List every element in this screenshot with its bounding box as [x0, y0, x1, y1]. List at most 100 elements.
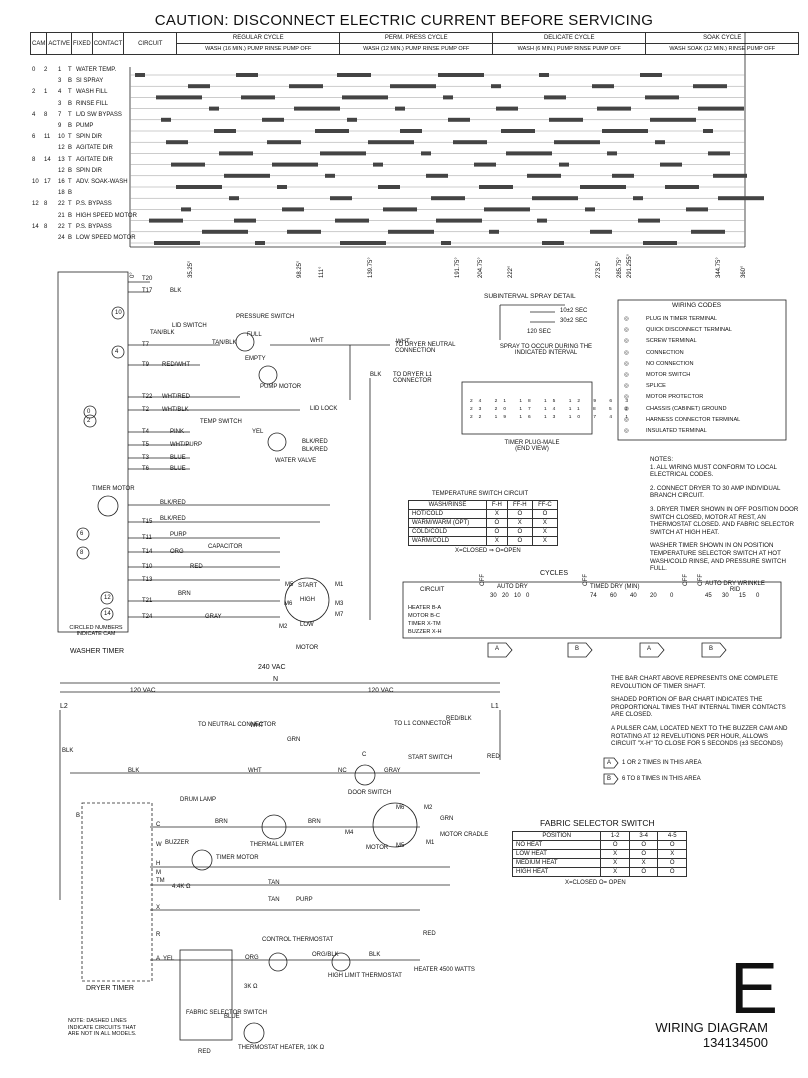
wiring-code-label: NO CONNECTION — [646, 360, 694, 367]
washer-wire-label: BLUE — [170, 455, 186, 461]
wiring-code-symbol-icon: ◎ — [624, 416, 629, 423]
fabric-switch-cell: O — [657, 840, 687, 850]
cycles-title: CYCLES — [540, 570, 569, 577]
wiring-code-row: ◎SPLICE — [624, 381, 740, 392]
wiring-code-row: ◎MOTOR SWITCH — [624, 370, 740, 381]
dryer-wire-label: M — [156, 870, 161, 876]
pump-phase-label: PUMP — [556, 46, 573, 52]
dryer-note: NOTE: DASHED LINES INDICATE CIRCUITS THA… — [68, 1018, 137, 1037]
off-phase-label: OFF — [300, 46, 312, 52]
timed-dry-tick: 20 — [650, 593, 657, 599]
dryer-wire-label: DRUM LAMP — [180, 797, 217, 803]
contact-letter: T — [68, 67, 72, 73]
contact-closed-bar — [484, 207, 530, 212]
cam-circle-number: 0 — [87, 409, 91, 415]
temp-switch-cell: O — [486, 527, 508, 537]
contact-letter: T — [68, 111, 72, 118]
contact-closed-bar — [443, 95, 453, 100]
contact-closed-bar — [320, 151, 366, 156]
circuit-name: HIGH SPEED MOTOR — [76, 212, 137, 219]
dryer-wire-label: RED — [198, 1049, 211, 1055]
contact-closed-bar — [713, 173, 747, 178]
washer-wire-label: BLK/RED — [302, 447, 328, 453]
contact-closed-bar — [315, 129, 349, 133]
plug-pin: 3 — [625, 399, 635, 404]
wash-note: (12 MIN.) — [380, 46, 404, 52]
marker-b-text: 6 TO 8 TIMES IN THIS AREA — [622, 776, 701, 782]
contact-closed-bar — [161, 117, 171, 122]
auto-dry-tick: 20 — [502, 593, 509, 599]
contact-closed-bar — [650, 117, 696, 122]
washer-terminal: T13 — [142, 577, 153, 583]
bar-note-3: A PULSER CAM, LOCATED NEXT TO THE BUZZER… — [611, 724, 788, 748]
dryer-wire-label: H — [156, 861, 161, 867]
contact-closed-bar — [554, 140, 600, 145]
cam-header: CAM — [29, 32, 48, 55]
contact-closed-bar — [262, 117, 284, 122]
diagram-title: WIRING DIAGRAM — [655, 1020, 768, 1035]
plug-pin: 2 — [625, 407, 634, 412]
temp-switch-title: TEMPERATURE SWITCH CIRCUIT — [432, 491, 529, 497]
washer-wire-label: BLUE — [170, 466, 186, 472]
contact-closed-bar — [691, 229, 725, 234]
temp-switch-col-header: FF-H — [506, 500, 533, 510]
contact-closed-bar — [287, 229, 321, 234]
washer-wire-label: TAN/BLK — [150, 330, 175, 336]
contact-closed-bar — [294, 106, 340, 111]
active-number: 8 — [44, 201, 48, 208]
washer-component-label: MOTOR — [296, 645, 319, 651]
contact-closed-bar — [602, 129, 648, 133]
wiring-code-label: PLUG IN TIMER TERMINAL — [646, 316, 717, 322]
fabric-switch-cell: X — [600, 858, 630, 868]
circuit-name: SPIN DIR — [76, 134, 103, 141]
washer-component-label: PUMP MOTOR — [260, 384, 302, 390]
cycles-row-label: MOTOR B-C — [408, 613, 440, 619]
timer-plug-label: TIMER PLUG-MALE (END VIEW) — [504, 440, 560, 452]
degree-label: 139.75° — [368, 257, 374, 278]
contact-closed-bar — [373, 162, 383, 167]
bar-note-2: SHADED PORTION OF BAR CHART INDICATES TH… — [611, 696, 786, 719]
plug-pin: 11 — [568, 407, 593, 412]
off-phase-label: OFF — [764, 46, 776, 52]
contact-closed-bar — [559, 162, 569, 167]
plug-pin: 16 — [519, 415, 545, 420]
plug-row: 22 19 16 13 10 7 4 1 — [470, 414, 634, 422]
plug-pin: 15 — [544, 399, 569, 404]
contact-closed-bar — [236, 73, 258, 77]
fixed-number: 10 — [58, 134, 65, 141]
cycles-off-label: OFF — [683, 574, 689, 586]
plug-row: 24 21 18 15 12 9 6 3 — [470, 398, 634, 406]
dryer-wire-label: THERMOSTAT HEATER, 10K Ω — [238, 1045, 325, 1051]
contact-closed-bar — [597, 106, 631, 111]
fabric-switch-cell: O — [628, 867, 659, 877]
dryer-wire-label: TAN — [268, 880, 280, 886]
contact-closed-bar — [532, 196, 578, 201]
contact-closed-bar — [441, 241, 451, 245]
contact-closed-bar — [665, 185, 699, 189]
wiring-code-row: ◎ HARNESS CONNECTOR TERMINAL — [624, 415, 740, 426]
fabric-switch-cell: O — [600, 840, 630, 850]
washer-timer-title: WASHER TIMER — [70, 648, 125, 655]
to-dryer-l1: TO DRYER L1 CONNECTOR — [393, 372, 433, 384]
wiring-code-label: HARNESS CONNECTOR TERMINAL — [646, 416, 741, 423]
washer-component-label: WATER VALVE — [275, 458, 317, 464]
contact-closed-bar — [325, 173, 335, 178]
notes-block: NOTES: 1. ALL WIRING MUST CONFORM TO LOC… — [650, 456, 800, 573]
washer-terminal: T14 — [142, 549, 153, 555]
note-3: 3. DRYER TIMER SHOWN IN OFF POSITION DOO… — [650, 505, 799, 536]
fabric-switch-col-header: 1-2 — [600, 831, 630, 841]
contact-closed-bar — [580, 185, 626, 189]
cycles-row-label: TIMER X-TM — [408, 621, 441, 627]
fabric-switch-cell: X — [600, 849, 630, 859]
active-number: 8 — [44, 111, 48, 118]
plug-pin: 20 — [494, 407, 520, 412]
circuit-name: ADV. SOAK-WASH — [76, 179, 128, 185]
contact-letter: B — [68, 100, 73, 107]
washer-wire-label: PURP — [170, 532, 187, 538]
washer-terminal: T2 — [142, 407, 150, 413]
wiring-code-label: QUICK DISCONNECT TERMINAL — [646, 327, 732, 334]
washer-wire-label: RED — [190, 564, 203, 570]
dryer-wire-label: MOTOR — [366, 845, 389, 851]
washer-terminal: T11 — [142, 535, 152, 541]
cam-number: 8 — [32, 156, 36, 163]
